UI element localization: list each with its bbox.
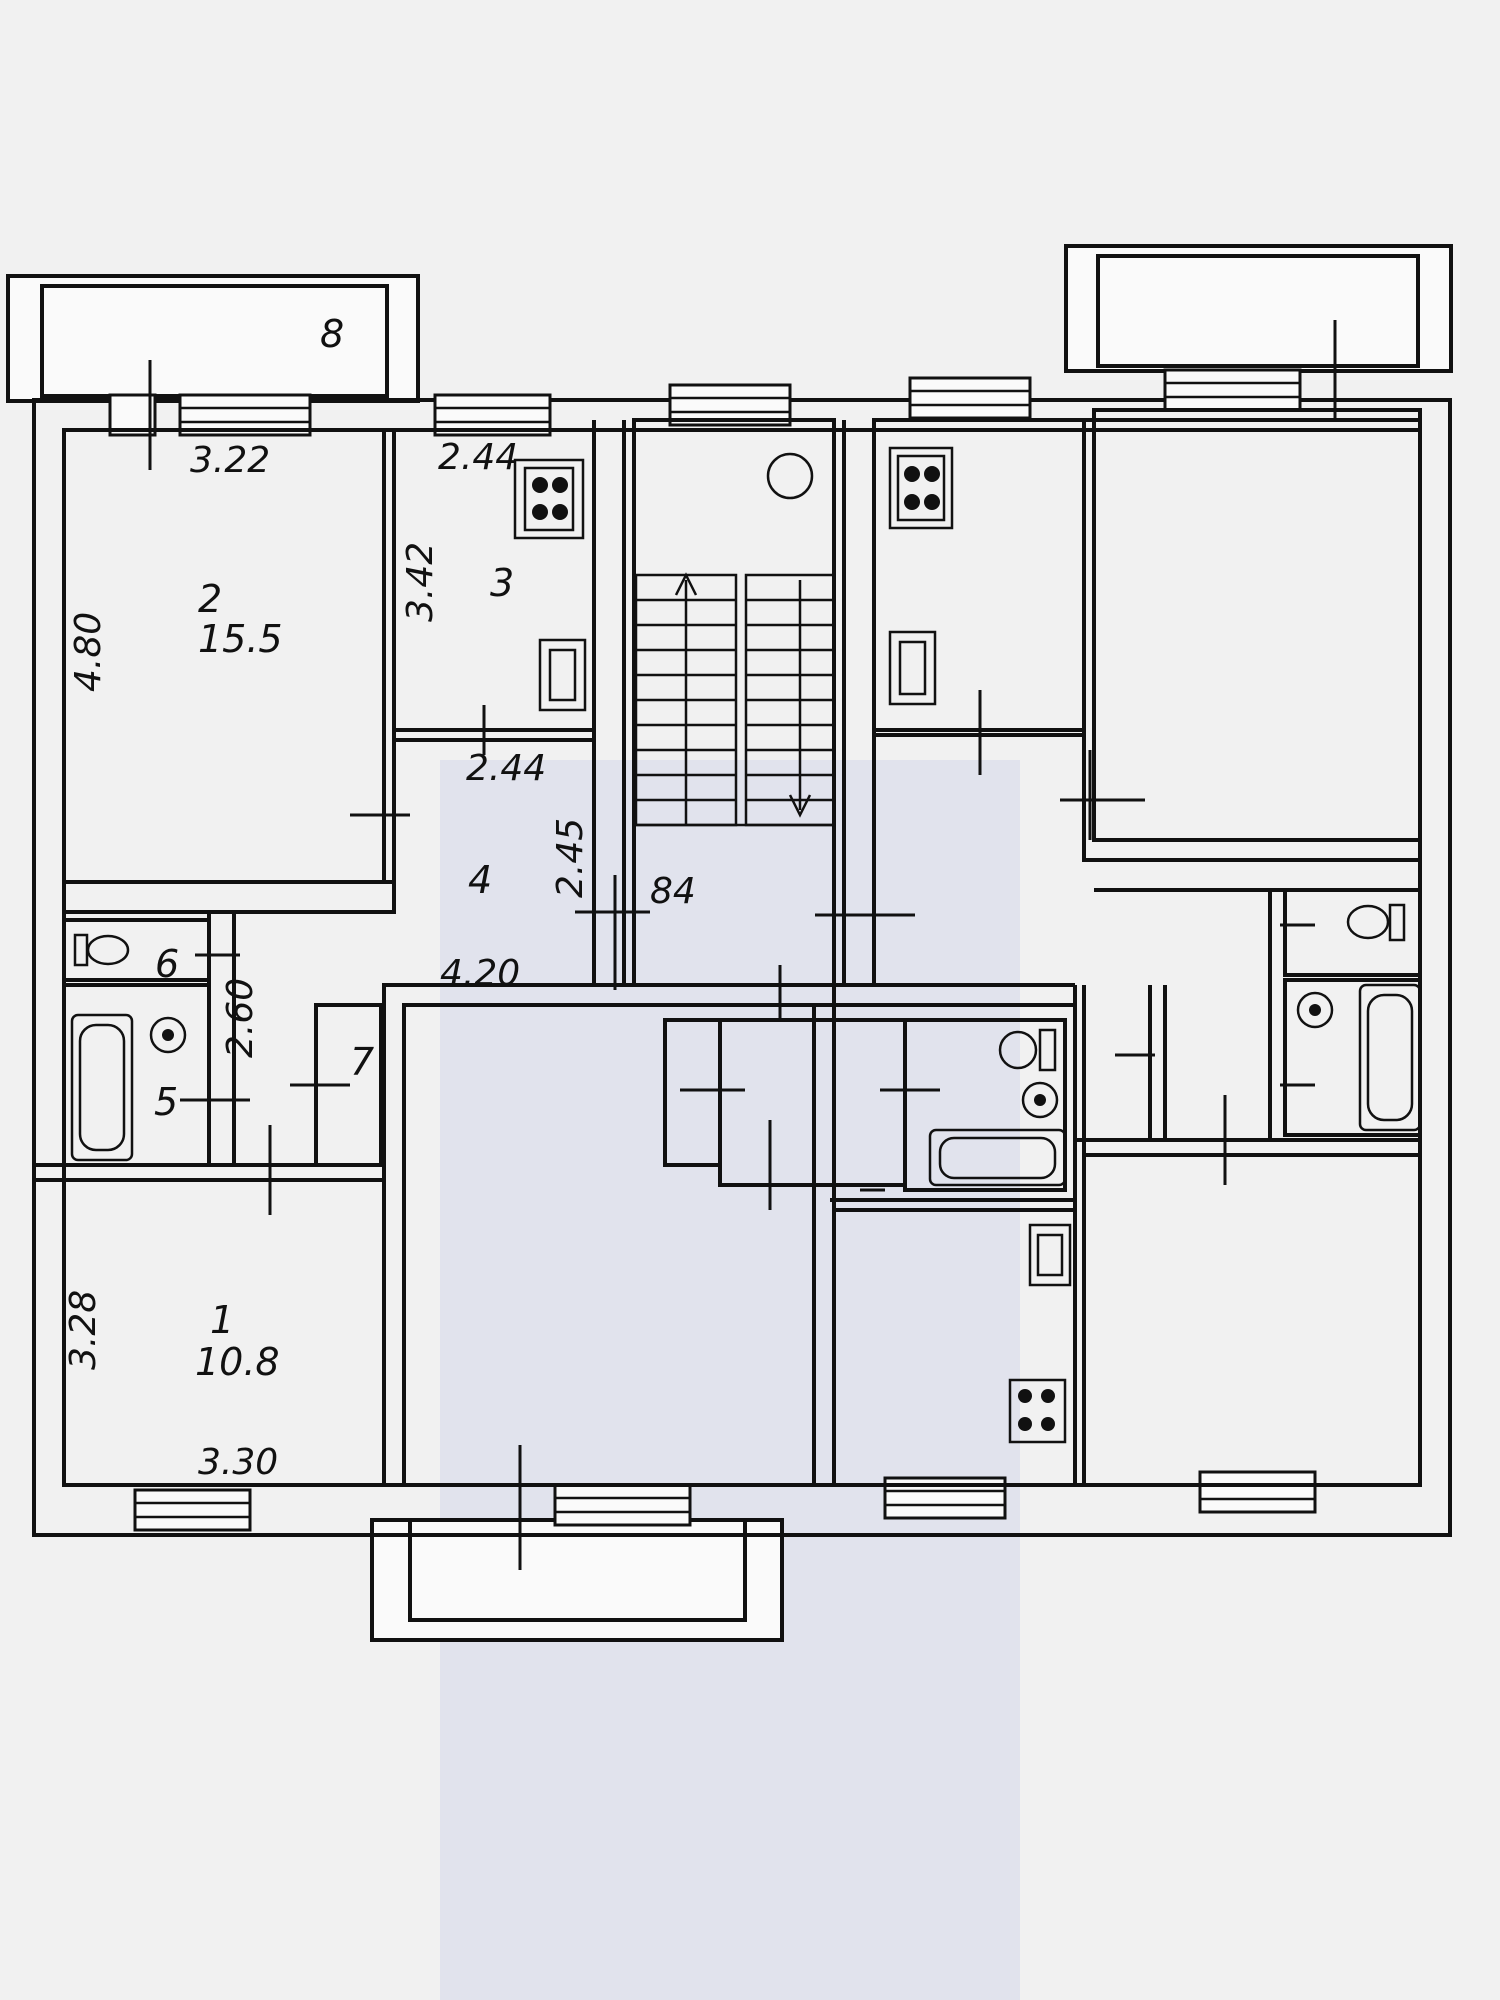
dim-hall-length: 4.20 [440, 953, 520, 994]
room-6-number: 6 [155, 942, 179, 986]
dim-room2-width: 3.22 [190, 440, 270, 481]
bath-5 [62, 983, 211, 1167]
room-2-number: 2 [198, 577, 222, 621]
toilet-icon [998, 1028, 1057, 1072]
room-right-top-inner [1092, 408, 1422, 842]
stove-icon [513, 458, 585, 540]
kitchen-center [832, 1208, 1077, 1487]
stove-icon [1008, 1378, 1067, 1444]
bath-right [1283, 978, 1422, 1137]
washbasin-icon [1021, 1081, 1059, 1119]
door-marks [148, 320, 1337, 1570]
kitchen-right [872, 418, 1086, 732]
dim-hall-height: 2.45 [550, 818, 591, 898]
washbasin-icon [149, 1016, 187, 1054]
dim-room1-width: 3.30 [198, 1442, 278, 1483]
sink-icon [888, 630, 937, 706]
dim-bath-height: 2.60 [220, 978, 261, 1058]
room-2-bottom-wall [62, 880, 396, 914]
sink-icon [538, 638, 587, 712]
bath-center [903, 1018, 1067, 1192]
room-3-number: 3 [490, 561, 514, 605]
balcony-top-right-inner [1096, 254, 1420, 368]
room-7-number: 7 [350, 1040, 374, 1084]
toilet-icon [1346, 903, 1406, 942]
balcony-top-left-inner [40, 284, 389, 398]
room-5-number: 5 [154, 1080, 178, 1124]
room-right-top [1082, 418, 1422, 862]
paper-shadow [440, 760, 1020, 2000]
dim-door-width: 84 [650, 871, 696, 912]
sink-icon [1028, 1223, 1072, 1287]
dim-hall-width: 2.44 [466, 748, 546, 789]
room-2-area: 15.5 [198, 617, 283, 661]
dim-kitchen-width: 2.44 [438, 437, 518, 478]
room-4-number: 4 [468, 858, 492, 902]
bathtub-icon [1358, 983, 1422, 1132]
room-1-area: 10.8 [195, 1340, 280, 1384]
round-vent-icon [766, 452, 814, 500]
staircase-arrow-icon [674, 572, 812, 825]
dim-room2-height: 4.80 [68, 612, 109, 692]
balcony-8-number: 8 [320, 312, 344, 356]
room-1-number: 1 [210, 1298, 234, 1342]
washbasin-icon [1296, 991, 1334, 1029]
dim-kitchen-height: 3.42 [400, 542, 441, 622]
dim-room1-height: 3.28 [63, 1290, 104, 1370]
stove-icon [888, 446, 954, 530]
toilet-icon [73, 933, 130, 967]
bathtub-icon [70, 1013, 134, 1162]
room-right-bottom [1082, 1153, 1422, 1487]
wc-right [1283, 888, 1422, 977]
staircase [632, 418, 836, 987]
bathtub-icon [928, 1128, 1067, 1187]
